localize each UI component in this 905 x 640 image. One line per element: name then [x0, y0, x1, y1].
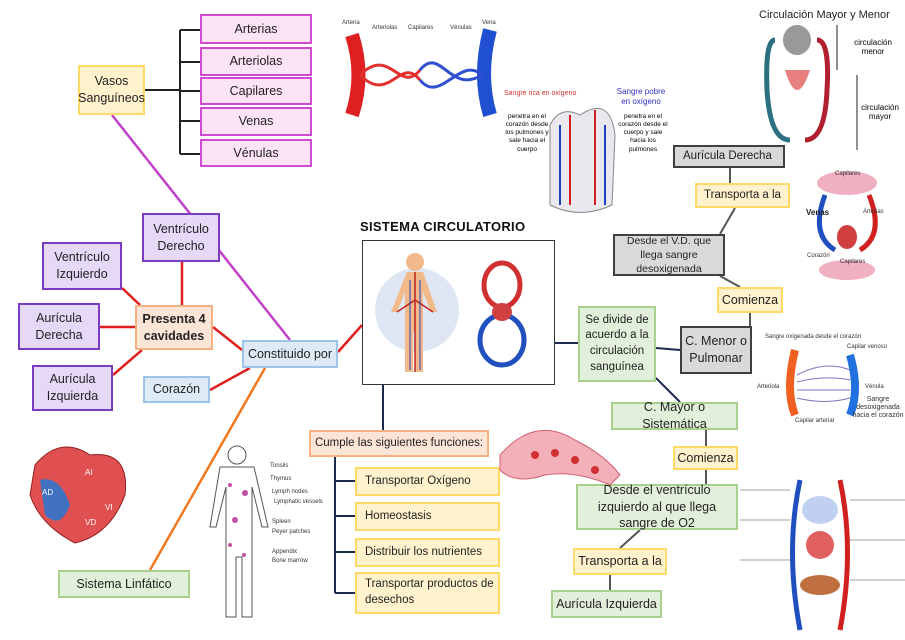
svg-text:Vénula: Vénula	[865, 384, 884, 390]
svg-text:Arterias: Arterias	[863, 209, 884, 215]
blood-vessel-cells-image	[499, 429, 621, 486]
heart-anatomy-image: AI AD VI VD	[29, 446, 127, 544]
svg-text:Peyer patches: Peyer patches	[272, 529, 310, 535]
capilares-venas-label: Venas	[806, 208, 830, 217]
svg-text:VI: VI	[105, 503, 113, 512]
svg-text:Capilar arterial: Capilar arterial	[795, 418, 834, 424]
svg-text:Lymphatic vessels: Lymphatic vessels	[274, 499, 323, 505]
node-desde-vd: Desde el V.D. que llega sangre desoxigen…	[613, 234, 725, 276]
svg-text:Arteriolas: Arteriolas	[372, 25, 397, 31]
arteriola-desoxigenada-label: Sangre desoxigenada hacia el corazón	[852, 396, 904, 420]
node-vasos: Vasos Sanguíneos	[78, 65, 145, 115]
capillaries-image: Capilares Arterias Venas Corazón Capilar…	[806, 171, 884, 280]
node-auricula-izquierda: Aurícula Izquierda	[32, 365, 113, 411]
node-funcion-homeostasis: Homeostasis	[355, 502, 500, 531]
svg-text:Sangre rica en oxígeno: Sangre rica en oxígeno	[504, 90, 576, 97]
svg-text:Arteriola: Arteriola	[757, 384, 780, 390]
node-funcion-nutrientes: Distribuir los nutrientes	[355, 538, 500, 567]
node-arteriolas: Arteriolas	[200, 47, 312, 76]
node-arterias: Arterias	[200, 14, 312, 44]
svg-text:Circulación Mayor y Menor: Circulación Mayor y Menor	[759, 9, 890, 21]
node-auricula-derecha: Aurícula Derecha	[18, 303, 100, 350]
svg-text:Vena: Vena	[482, 20, 496, 26]
node-c-menor: C. Menor o Pulmonar	[680, 326, 752, 374]
svg-text:Tonsils: Tonsils	[270, 463, 288, 469]
svg-text:Capilares: Capilares	[835, 171, 860, 177]
node-cumple: Cumple las siguientes funciones:	[309, 430, 489, 457]
node-transporta-2: Transporta a la	[573, 548, 667, 575]
vascular-system-diagram-image	[740, 479, 905, 631]
node-auricula-derecha-2: Aurícula Derecha	[673, 145, 785, 168]
node-ventriculo-izquierdo: Ventrículo Izquierdo	[42, 242, 122, 290]
node-auricula-izquierda-2: Aurícula Izquierda	[551, 590, 662, 618]
svg-text:Sangre oxigenada desde el cora: Sangre oxigenada desde el corazón	[765, 334, 861, 340]
node-desde-vi: Desde el ventrículo izquierdo al que lle…	[576, 483, 738, 530]
heart-pobre-label: Sangre pobre en oxígeno	[616, 87, 666, 106]
node-presenta: Presenta 4 cavidades	[135, 305, 213, 350]
node-funcion-desechos: Transportar productos de desechos	[355, 572, 500, 614]
node-c-mayor: C. Mayor o Sistemática	[611, 400, 738, 431]
node-corazon: Corazón	[143, 376, 210, 403]
node-comienza-2: Comienza	[673, 446, 738, 470]
svg-text:AI: AI	[85, 468, 93, 477]
node-funcion-oxigeno: Transportar Oxígeno	[355, 467, 500, 496]
blood-vessels-image: Arteria Arteriolas Capilares Vénulas Ven…	[342, 20, 497, 118]
circulation-major-minor-image: Circulación Mayor y Menor circulación me…	[759, 9, 899, 150]
node-se-divide: Se divide de acuerdo a la circulación sa…	[578, 306, 656, 382]
node-ventriculo-derecho: Ventrículo Derecho	[142, 213, 220, 262]
heart-flow-image: Sangre rica en oxígeno penetra en el cor…	[504, 87, 668, 213]
node-constituido: Constituido por	[242, 340, 338, 368]
svg-text:AD: AD	[42, 488, 53, 497]
node-venulas: Vénulas	[200, 139, 312, 167]
svg-text:Appendix: Appendix	[272, 549, 297, 555]
svg-text:Capilares: Capilares	[840, 259, 865, 265]
node-sistema-linfatico: Sistema Linfático	[58, 570, 190, 598]
svg-text:VD: VD	[85, 518, 96, 527]
svg-text:Spleen: Spleen	[272, 519, 291, 525]
svg-text:Corazón: Corazón	[807, 253, 830, 259]
circulatory-system-image	[362, 240, 555, 385]
arteriole-capillary-image: Sangre oxigenada desde el corazón Capila…	[757, 334, 904, 424]
node-comienza-1: Comienza	[717, 287, 783, 313]
svg-text:Lymph nodes: Lymph nodes	[272, 489, 308, 495]
node-transporta-1: Transporta a la	[695, 183, 790, 208]
svg-text:Arteria: Arteria	[342, 20, 360, 26]
node-capilares: Capilares	[200, 77, 312, 105]
page-title: SISTEMA CIRCULATORIO	[360, 219, 526, 234]
svg-text:Capilar venoso: Capilar venoso	[847, 344, 888, 350]
svg-text:Capilares: Capilares	[408, 25, 433, 31]
svg-text:Thymus: Thymus	[270, 476, 291, 482]
node-venas: Venas	[200, 107, 312, 136]
svg-text:Vénulas: Vénulas	[450, 25, 472, 31]
svg-text:Bone marrow: Bone marrow	[272, 558, 308, 564]
